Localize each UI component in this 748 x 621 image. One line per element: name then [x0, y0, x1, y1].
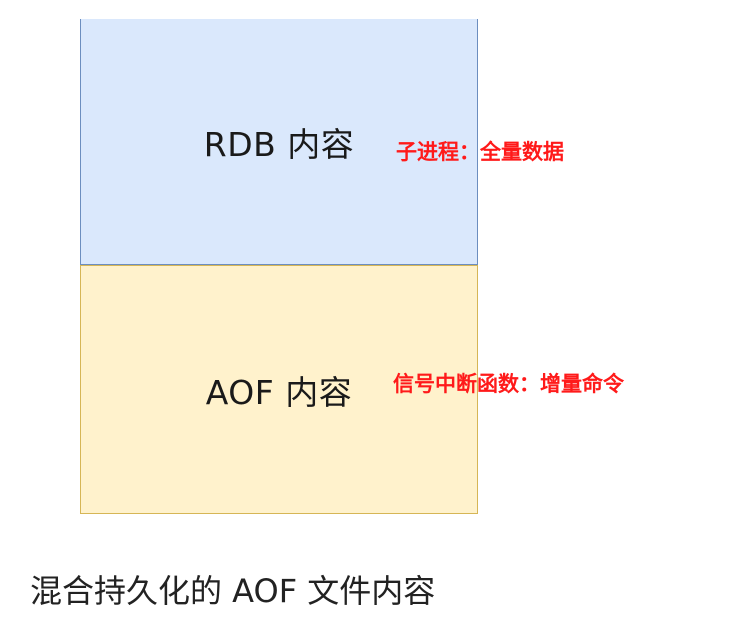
rdb-content-label: RDB 内容: [203, 124, 355, 164]
aof-content-block: AOF 内容: [80, 265, 478, 514]
aof-content-label: AOF 内容: [205, 372, 353, 412]
rdb-content-block: RDB 内容: [80, 19, 478, 265]
diagram-caption: 混合持久化的 AOF 文件内容: [30, 572, 436, 610]
aof-annotation: 信号中断函数：增量命令: [393, 372, 624, 396]
rdb-annotation: 子进程：全量数据: [396, 140, 564, 164]
